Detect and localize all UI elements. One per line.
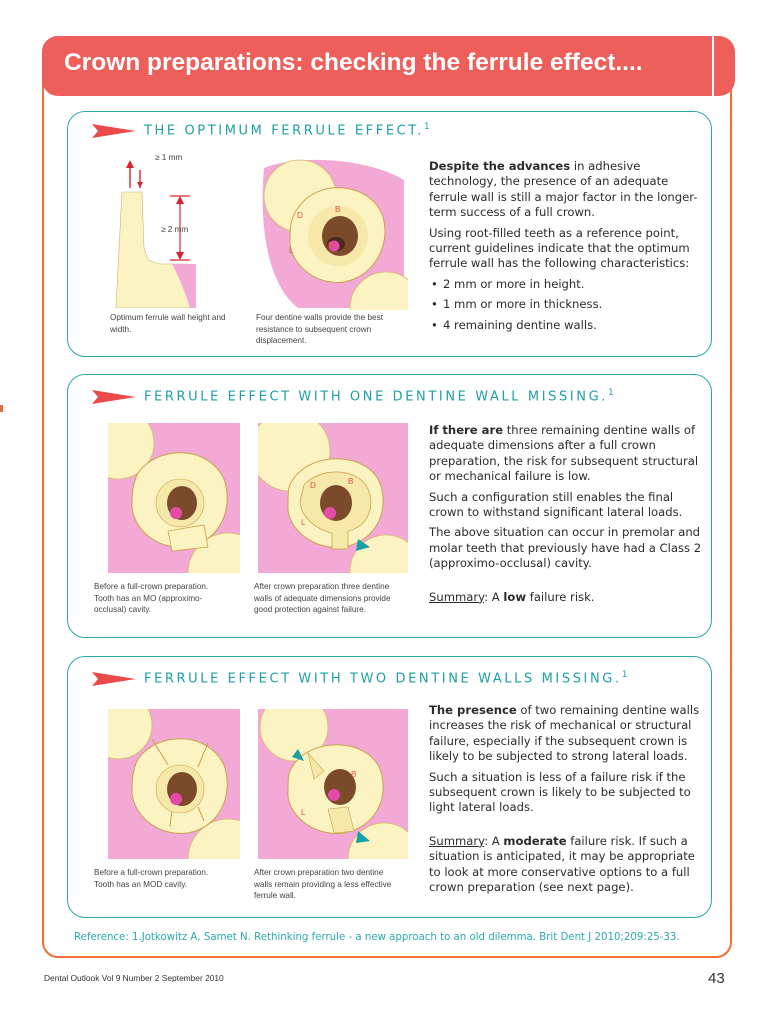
characteristics-list: 2 mm or more in height. 1 mm or more in … [429, 277, 704, 334]
panel-optimum-ferrule: THE OPTIMUM FERRULE EFFECT.1 ≥ 1 mm ≥ 2 … [67, 111, 712, 357]
fig-label-d: D [310, 481, 316, 490]
panel-title: THE OPTIMUM FERRULE EFFECT.1 [144, 122, 430, 139]
tooth-mo-cavity-figure [108, 423, 240, 573]
figure-caption: Before a full-crown preparation. Tooth h… [94, 868, 209, 889]
title-bar: Crown preparations: checking the ferrule… [42, 36, 735, 96]
paragraph: Such a configuration still enables the f… [429, 489, 683, 520]
tooth-mod-cavity-figure [108, 709, 240, 859]
list-item: 4 remaining dentine walls. [431, 318, 704, 334]
fig-label-l: L [289, 246, 294, 255]
reference-citation: Reference: 1.Jotkowitz A, Samet N. Rethi… [74, 932, 680, 943]
journal-footer: Dental Outlook Vol 9 Number 2 September … [44, 973, 224, 983]
ferrule-section-figure [115, 160, 196, 308]
red-arrow-icon [92, 124, 136, 138]
panel-title: FERRULE EFFECT WITH ONE DENTINE WALL MIS… [144, 388, 614, 405]
summary: Summary: A moderate failure risk. If suc… [429, 833, 695, 895]
panel-two-walls-missing: FERRULE EFFECT WITH TWO DENTINE WALLS MI… [67, 656, 712, 918]
title-divider [712, 36, 714, 96]
red-arrow-icon [92, 390, 136, 404]
fig-label-b: B [351, 770, 357, 779]
paragraph: If there are three remaining dentine wal… [429, 423, 699, 484]
tooth-four-walls-figure [258, 158, 408, 310]
tooth-two-walls-figure [258, 709, 408, 859]
red-arrow-icon [92, 672, 136, 686]
page-title: Crown preparations: checking the ferrule… [64, 49, 643, 76]
page-number: 43 [708, 970, 725, 987]
fig-label-b: B [335, 205, 341, 214]
tooth-three-walls-figure [258, 423, 408, 573]
figure-caption: Before a full-crown preparation. Tooth h… [94, 582, 209, 614]
paragraph: Despite the advances in adhesive technol… [429, 159, 698, 220]
panel-title: FERRULE EFFECT WITH TWO DENTINE WALLS MI… [144, 670, 628, 687]
summary: Summary: A low failure risk. [429, 589, 595, 604]
panel-text: Despite the advances in adhesive technol… [429, 159, 704, 338]
fig-label-height: ≥ 2 mm [161, 225, 189, 234]
paragraph: Such a situation is less of a failure ri… [429, 769, 691, 815]
figure-caption: After crown preparation two dentine wall… [254, 868, 392, 900]
fig-label-d: D [297, 211, 303, 220]
fig-label-l: L [301, 518, 306, 527]
figure-caption: Optimum ferrule wall height and width. [110, 313, 226, 334]
paragraph: Using root-filled teeth as a reference p… [429, 225, 690, 271]
panel-text: The presence of two remaining dentine wa… [429, 703, 704, 900]
fig-label-l: L [301, 808, 306, 817]
paragraph: The above situation can occur in premola… [429, 525, 702, 571]
panel-one-wall-missing: FERRULE EFFECT WITH ONE DENTINE WALL MIS… [67, 374, 712, 638]
figure-caption: Four dentine walls provide the best resi… [256, 313, 383, 345]
fig-label-thickness: ≥ 1 mm [155, 153, 183, 162]
fig-label-b: B [348, 477, 354, 486]
figure-caption: After crown preparation three dentine wa… [254, 582, 391, 614]
margin-mark [0, 405, 3, 412]
fig-label-m: M [328, 241, 335, 250]
paragraph: The presence of two remaining dentine wa… [429, 703, 700, 764]
list-item: 1 mm or more in thickness. [431, 297, 704, 313]
list-item: 2 mm or more in height. [431, 277, 704, 293]
panel-text: If there are three remaining dentine wal… [429, 423, 704, 610]
